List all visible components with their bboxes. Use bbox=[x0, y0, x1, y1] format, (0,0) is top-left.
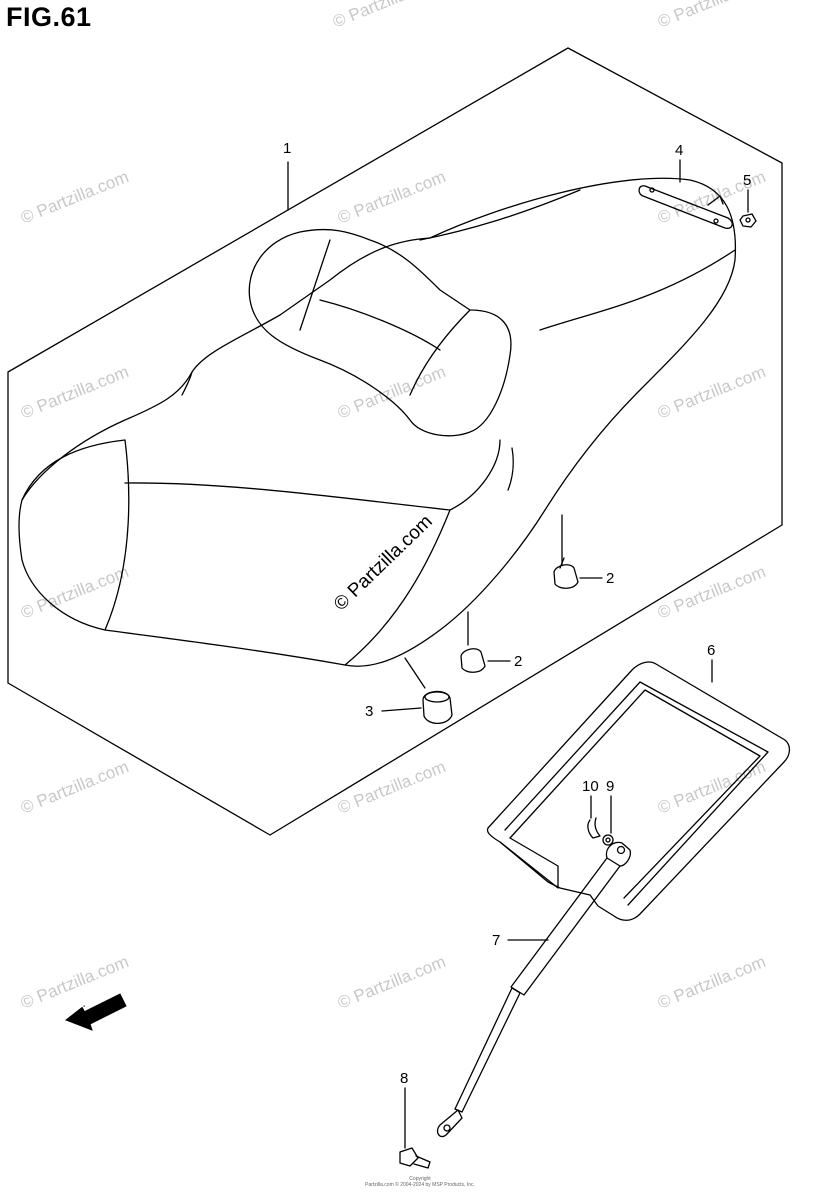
copyright-line: Copyright bbox=[409, 1176, 431, 1182]
callout-6: 6 bbox=[707, 642, 716, 659]
part-6-frame bbox=[486, 661, 791, 921]
callout-5: 5 bbox=[743, 172, 752, 189]
part-9-washer bbox=[602, 834, 614, 846]
callout-3: 3 bbox=[365, 703, 374, 720]
callout-10: 10 bbox=[582, 778, 599, 795]
assembly-outline bbox=[7, 47, 783, 836]
seat-outline bbox=[18, 177, 737, 667]
part-2-cushion-lower bbox=[460, 648, 486, 673]
copyright-note: Copyright Partzilla.com © 2004-2024 by M… bbox=[340, 1176, 500, 1188]
callout-2: 2 bbox=[606, 570, 615, 587]
copyright-line: Partzilla.com © 2004-2024 by MSP Product… bbox=[365, 1182, 475, 1188]
figure-title: FIG.61 bbox=[6, 2, 92, 32]
callout-7: 7 bbox=[492, 932, 501, 949]
backrest bbox=[248, 228, 512, 437]
callout-9: 9 bbox=[606, 778, 615, 795]
part-2-cushion-upper bbox=[553, 564, 579, 589]
callout-8: 8 bbox=[400, 1070, 409, 1087]
part-4-bracket bbox=[638, 185, 733, 229]
part-3-damper bbox=[422, 690, 453, 725]
part-7-gas-strut bbox=[510, 857, 621, 996]
fwd-arrow bbox=[64, 993, 127, 1031]
part-8-bolt bbox=[399, 1147, 419, 1167]
callout-4: 4 bbox=[675, 142, 684, 159]
callout-1: 1 bbox=[283, 140, 292, 157]
part-10-clip bbox=[587, 817, 601, 839]
callout-2: 2 bbox=[514, 653, 523, 670]
part-5-nut bbox=[739, 213, 757, 228]
